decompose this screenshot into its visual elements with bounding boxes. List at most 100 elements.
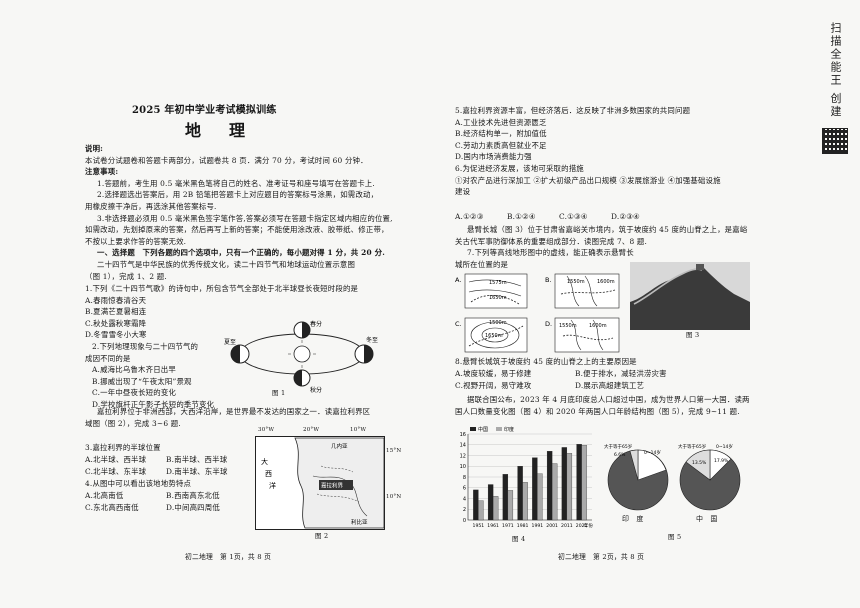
option-c: C.东北高西南低 (85, 503, 139, 512)
y-tick-label: 12 (460, 453, 466, 459)
bar-印度-1991 (537, 473, 543, 521)
question-stem: 4.从图中可以看出该地地势特点 (85, 479, 192, 488)
pie-label: 6.6% (614, 452, 626, 458)
orbit-label: 秋分 (310, 386, 322, 394)
earth-autumn-equinox (293, 369, 311, 387)
bar-中国-1951 (473, 489, 479, 521)
question-stem: 5.嘉拉利界资源丰富，但经济落后．这反映了非洲多数国家的共同问题 (455, 106, 691, 115)
option-a: A.威海比乌鲁木齐日出早 (92, 365, 176, 375)
legend-label: 印度 (504, 426, 514, 433)
x-tick-label: 1981 (517, 523, 529, 529)
option-a: A.①②③ (455, 212, 484, 221)
country-highlight (319, 480, 353, 490)
photo-mountain (630, 268, 750, 330)
orbit-label: 冬至 (366, 336, 378, 344)
map-latitude: 10°N (386, 494, 402, 500)
intro-line: 悬臂长城（图 3）位于甘肃省嘉峪关市境内，筑于坡度约 45 度的山脊之上，是嘉峪 (467, 225, 748, 234)
x-tick-label: 2001 (546, 523, 558, 529)
contour-options: A. 1575m 1650m B. 1550m 1600m C. 1500m 1… (455, 273, 620, 353)
pie-china: 0~14岁 大于等于65岁 13.5% 17.9% (678, 443, 741, 511)
pie-label: 0~14岁 (716, 443, 733, 450)
option-a: A.工业技术先进但资源匮乏 (455, 117, 547, 127)
figure-4-caption: 图 4 (512, 535, 526, 543)
x-axis-unit: 年份 (584, 522, 594, 529)
note-line: 2.选择题选出答案后，用 2B 铅笔把答题卡上对应题目的答案标号涂黑，如需改动， (97, 190, 379, 200)
option-b: B.南半球、西半球 (166, 455, 228, 464)
orbit-label: 夏至 (224, 339, 236, 346)
exam-title: 2025 年初中学业考试模拟训练 (132, 105, 277, 116)
contour-value: 1600m (589, 323, 607, 329)
intro-questions-9-11: 据联合国公布，2023 年 4 月底印度总人口超过中国，成为世界人口第一大国．读… (455, 394, 750, 417)
contour-value: 1650m (485, 333, 503, 339)
pie-title-china: 中 国 (696, 515, 718, 523)
pie-slice-65-plus (685, 449, 711, 481)
figure-3-caption: 图 3 (686, 331, 700, 339)
bar-印度-1951 (478, 500, 484, 521)
intro-line: 嘉拉利界位于非洲西部，大西洋沿岸，是世界最不发达的国家之一．读嘉拉利界区 (97, 407, 371, 416)
figure-2-region-map: 大 西 洋 嘉拉利界 几内亚 利比亚 (255, 436, 385, 530)
intro-questions-3-6: 嘉拉利界位于非洲西部，大西洋沿岸，是世界最不发达的国家之一．读嘉拉利界区 域图（… (85, 406, 370, 429)
contour-option-a-label: A. (455, 276, 461, 284)
note-line: 注意事项: (85, 167, 119, 177)
option-d: D.冬雪雪冬小大寒 (85, 330, 147, 340)
y-tick-label: 6 (463, 486, 466, 492)
bar-中国-1981 (517, 466, 523, 521)
map-label: 洋 (269, 481, 276, 490)
figure-3-great-wall-photo (630, 262, 750, 330)
map-latitude: 15°N (386, 448, 402, 454)
sun-icon (293, 345, 311, 363)
contour-value: 1500m (489, 320, 507, 326)
pie-label: 大于等于65岁 (604, 443, 632, 450)
exam-notes: 说明: 本试卷分试题卷和答题卡两部分，试题卷共 8 页．满分 70 分，考试时间… (85, 143, 393, 282)
option-a: A.春雨惊春清谷天 (85, 295, 147, 305)
bar-中国-2021 (576, 444, 582, 521)
pie-slice-0-14 (637, 449, 667, 481)
orbit-label: 春分 (310, 320, 322, 328)
page-1-footer: 初二地理 第 1页，共 8 页 (185, 553, 272, 561)
map-longitude: 10°W (350, 427, 367, 433)
option-c: C.秋处露秋寒霜降 (85, 318, 147, 328)
chart-grid (467, 433, 592, 521)
figure-2-caption: 图 2 (315, 532, 329, 540)
border-line (316, 493, 360, 503)
intro-line: 域图（图 2），完成 3~6 题. (85, 418, 181, 428)
map-label: 嘉拉利界 (321, 482, 344, 490)
y-tick-label: 2 (463, 507, 466, 513)
pie-slice-65-plus (629, 449, 639, 481)
chart-bars (473, 444, 587, 521)
qr-code-icon (822, 128, 848, 154)
pie-label: 13.5% (692, 460, 707, 466)
chart-legend: 中国 印度 (470, 426, 514, 433)
note-line: 本试卷分试题卷和答题卡两部分，试题卷共 8 页．满分 70 分，考试时间 60 … (85, 155, 368, 165)
option-d: D.国内市场消费能力强 (455, 152, 532, 162)
x-tick-label: 2011 (561, 523, 573, 529)
note-line: 3.非选择题必须用 0.5 毫米黑色签字笔作答,答案必须写在答题卡指定区域内相应… (97, 213, 393, 223)
intro-line: （图 1），完成 1、2 题. (85, 271, 167, 281)
option-c: C.劳动力素质高但就业不足 (455, 140, 547, 150)
option-a: A.北半球、西半球 (85, 455, 147, 464)
pie-label: 0~14岁 (644, 449, 661, 456)
bar-印度-1981 (522, 482, 528, 521)
bar-印度-2001 (551, 463, 558, 521)
option-b: B.便于排水，减轻洪涝灾害 (575, 369, 667, 378)
x-tick-label: 2021 (576, 523, 588, 529)
contour-value: 1550m (567, 279, 585, 285)
contour-value: 1550m (559, 323, 577, 329)
map-longitude: 20°W (303, 427, 320, 433)
earth-spring-equinox (293, 321, 311, 339)
intro-line: 关古代军事防御体系的重要组成部分．读图完成 7、8 题. (455, 236, 648, 246)
figure-5-age-structure-pies: 0~14岁 大于等于65岁 6.6% 0~14岁 大于等于65岁 13.5% 1… (604, 443, 741, 511)
question-8: 8.悬臂长城筑于坡度约 45 度的山脊之上的主要原因是 (455, 356, 637, 368)
option-d: D.中间高四周低 (166, 503, 220, 512)
map-label: 利比亚 (351, 518, 368, 526)
intro-questions-7-8: 悬臂长城（图 3）位于甘肃省嘉峪关市境内，筑于坡度约 45 度的山脊之上，是嘉峪… (455, 224, 747, 270)
map-longitude: 30°W (258, 427, 275, 433)
contour-value: 1600m (597, 279, 615, 285)
question-5: 5.嘉拉利界资源丰富，但经济落后．这反映了非洲多数国家的共同问题 A.工业技术先… (455, 105, 721, 198)
legend-swatch-china (470, 427, 476, 431)
figure-1-caption: 图 1 (272, 389, 286, 397)
option-d: D.南半球、东半球 (166, 467, 228, 476)
option-b: B.西南高东北低 (166, 491, 220, 500)
note-line: 用橡皮擦干净后，再选涂其他答案标号. (85, 201, 217, 211)
bar-中国-1991 (532, 457, 538, 521)
